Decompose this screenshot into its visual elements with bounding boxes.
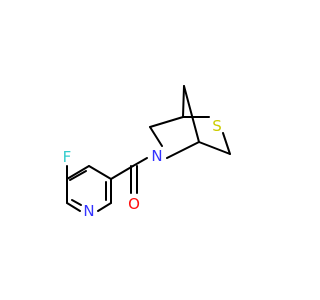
bond-ch2-bridgehead <box>149 116 184 128</box>
bond-n-bridgehead2 <box>166 141 200 159</box>
molecule-structure: F N O N S <box>63 85 231 220</box>
bond-n-ch2-upper <box>149 126 163 147</box>
pyridine-ring <box>66 165 112 212</box>
bond-c1-c2 <box>66 165 90 180</box>
bond-carbonyl-n <box>132 157 148 167</box>
fluorine-atom-label: F <box>63 148 72 166</box>
bond-c5-c1 <box>88 165 112 180</box>
amide-nitrogen-label: N <box>151 147 162 165</box>
bond-c3-n-inner <box>71 199 82 206</box>
bond-methylene-bridgehead2 <box>183 85 200 143</box>
bond-ring-carbonyl <box>110 165 134 180</box>
bond-bridgehead-methylene <box>182 85 185 118</box>
pyridine-nitrogen-label: N <box>83 202 94 220</box>
bond-n-c4 <box>97 202 112 212</box>
bond-c1-c2-inner <box>69 170 87 181</box>
carbonyl-oxygen-label: O <box>128 195 140 213</box>
bond-c3-n <box>66 202 81 212</box>
bicyclic-ring <box>149 85 231 159</box>
carbonyl-group <box>110 157 148 194</box>
bond-ch2-s <box>222 132 231 155</box>
bond-bridgehead2-ch2 <box>198 141 231 155</box>
sulfur-atom-label: S <box>212 117 222 135</box>
